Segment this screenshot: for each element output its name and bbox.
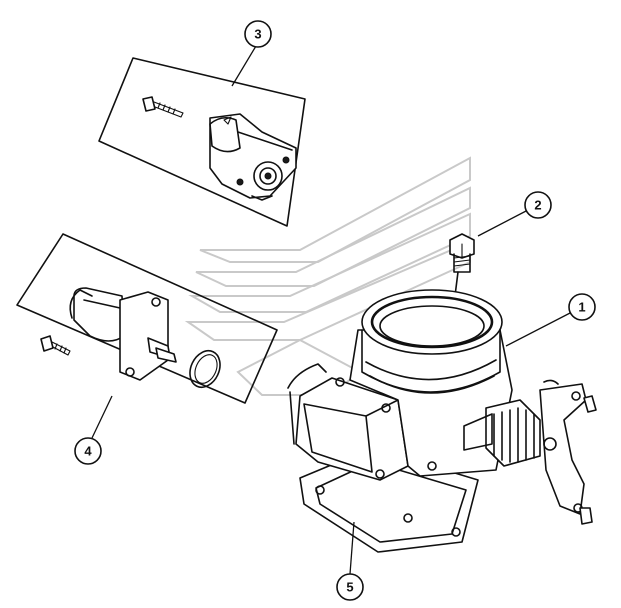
- callout-3: 3: [231, 20, 272, 87]
- callout-4: 4: [74, 395, 113, 465]
- throttle-body-icon: [287, 289, 597, 553]
- callout-5: 5: [336, 521, 364, 601]
- callout-3-label: 3: [254, 27, 261, 42]
- tps-panel: [98, 57, 306, 227]
- sensor-icon: [209, 113, 297, 201]
- screw-icon: [142, 96, 184, 118]
- callout-5-label: 5: [346, 580, 353, 595]
- callout-1: 1: [505, 293, 596, 347]
- callout-2-label: 2: [534, 198, 541, 213]
- callout-4-label: 4: [84, 444, 92, 459]
- callout-1-label: 1: [578, 300, 585, 315]
- screw-icon: [40, 335, 71, 356]
- callout-2: 2: [477, 191, 552, 237]
- motor-icon: [69, 287, 177, 381]
- o-ring-icon: [189, 349, 221, 389]
- iac-panel: [16, 233, 278, 404]
